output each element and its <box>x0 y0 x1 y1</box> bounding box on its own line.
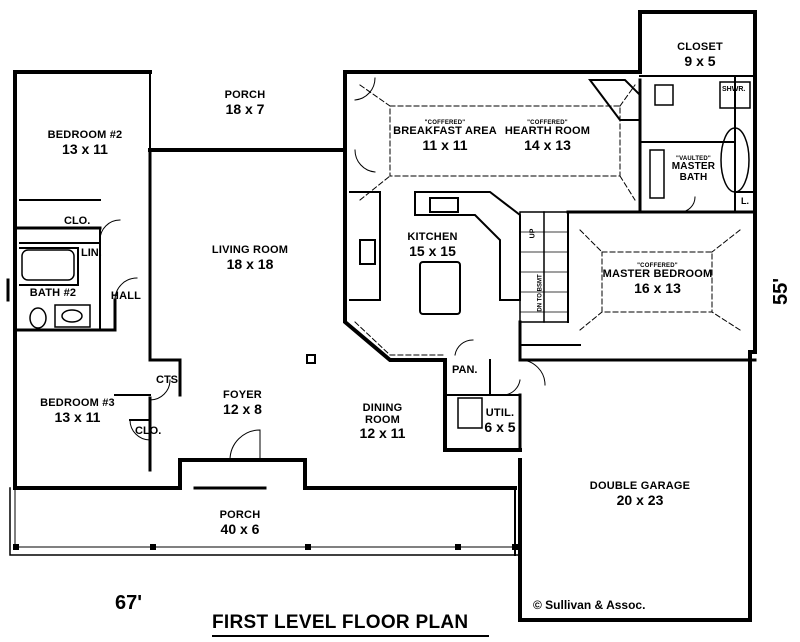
room-name: DINING <box>362 402 403 414</box>
room-dims: 6 x 5 <box>484 418 516 435</box>
room-dims: 14 x 13 <box>524 136 571 153</box>
room-label-garage: DOUBLE GARAGE 20 x 23 <box>580 480 700 508</box>
copyright: © Sullivan & Assoc. <box>533 598 646 612</box>
room-dims: 16 x 13 <box>634 279 681 296</box>
room-name: BEDROOM #3 <box>40 397 115 409</box>
bath-fixtures <box>21 81 751 429</box>
stairs-up-label: UP <box>529 228 537 239</box>
room-label-dining: DINING ROOM 12 x 11 <box>345 402 420 442</box>
room-name: PORCH <box>219 509 261 521</box>
windows <box>6 10 757 622</box>
room-name: BREAKFAST AREA <box>393 125 497 138</box>
room-label-util: UTIL. 6 x 5 <box>480 407 520 435</box>
room-dims: 12 x 8 <box>223 400 262 417</box>
exterior-walls <box>13 10 757 622</box>
room-dims: 18 x 7 <box>225 100 265 117</box>
room-name-line2: BATH <box>679 171 708 183</box>
room-name: UTIL. <box>485 407 515 419</box>
room-label-closet: CLOSET 9 x 5 <box>665 41 735 69</box>
room-name: BATH #2 <box>29 287 77 299</box>
fireplace <box>588 79 641 121</box>
room-dims: 40 x 6 <box>220 520 260 537</box>
kitchen-counters <box>349 191 521 315</box>
room-dims: 13 x 11 <box>54 408 101 425</box>
room-label-bedroom-2: BEDROOM #2 13 x 11 <box>35 129 135 157</box>
ceiling-note: "COFFERED" <box>527 120 568 126</box>
title-underline <box>212 635 489 637</box>
room-name: FOYER <box>223 389 262 401</box>
shower-label: SHWR. <box>722 86 746 93</box>
plan-title: FIRST LEVEL FLOOR PLAN <box>212 612 469 633</box>
interior-walls <box>13 75 757 472</box>
room-label-hearth: "COFFERED" HEARTH ROOM 14 x 13 <box>500 120 595 153</box>
room-name: CLOSET <box>677 41 723 53</box>
pantry-label: PAN. <box>452 364 478 376</box>
room-name: HEARTH ROOM <box>504 125 591 138</box>
ceiling-note: "COFFERED" <box>424 120 466 126</box>
room-name: MASTER <box>671 161 716 173</box>
curtains-label: CTS. <box>156 374 182 386</box>
room-dims: 9 x 5 <box>684 52 716 69</box>
room-name: HALL <box>110 290 142 302</box>
room-label-foyer: FOYER 12 x 8 <box>210 389 275 417</box>
ceiling-note: "VAULTED" <box>676 156 711 162</box>
ceiling-note: "COFFERED" <box>637 263 678 269</box>
room-label-bath-2: BATH #2 <box>28 287 78 300</box>
room-dims: 18 x 18 <box>226 255 274 272</box>
room-label-kitchen: KITCHEN 15 x 15 <box>400 231 465 259</box>
front-porch-outline <box>9 487 519 556</box>
overall-width: 67' <box>115 592 143 614</box>
coffered-ceiling-lines <box>354 84 741 356</box>
room-label-master-bath: "VAULTED" MASTER BATH <box>666 156 721 183</box>
room-label-porch-rear: PORCH 18 x 7 <box>210 89 280 117</box>
room-label-living: LIVING ROOM 18 x 18 <box>205 244 295 272</box>
floor-register <box>306 354 316 364</box>
room-name: MASTER BEDROOM <box>602 268 713 281</box>
room-label-bedroom-3: BEDROOM #3 13 x 11 <box>30 397 125 425</box>
linen-label: LIN. <box>81 247 102 259</box>
room-name: BEDROOM #2 <box>47 129 123 141</box>
stairs-down-label: DN TO BSMT <box>537 274 544 312</box>
room-label-master-bedroom: "COFFERED" MASTER BEDROOM 16 x 13 <box>600 263 715 296</box>
room-name: LIVING ROOM <box>211 244 289 256</box>
door-swings <box>99 77 696 461</box>
linen-l-label: L. <box>741 196 749 206</box>
room-dims: 12 x 11 <box>359 425 406 442</box>
room-name: DOUBLE GARAGE <box>589 480 691 492</box>
porch-posts <box>13 544 518 550</box>
closet-label-top: CLO. <box>64 215 91 227</box>
overall-depth: 55' <box>770 277 793 306</box>
room-name-line2: ROOM <box>364 413 401 426</box>
room-label-hall: HALL <box>108 290 144 303</box>
room-dims: 13 x 11 <box>62 140 108 157</box>
room-dims: 11 x 11 <box>422 136 468 153</box>
room-label-breakfast: "COFFERED" BREAKFAST AREA 11 x 11 <box>390 120 500 153</box>
room-dims: 20 x 23 <box>616 491 664 508</box>
room-name: PORCH <box>224 89 266 101</box>
room-dims: 15 x 15 <box>409 242 456 259</box>
stairs <box>519 211 569 323</box>
room-name: KITCHEN <box>407 231 458 243</box>
closet-label-bottom: CLO. <box>135 425 162 437</box>
room-label-porch-front: PORCH 40 x 6 <box>205 509 275 537</box>
